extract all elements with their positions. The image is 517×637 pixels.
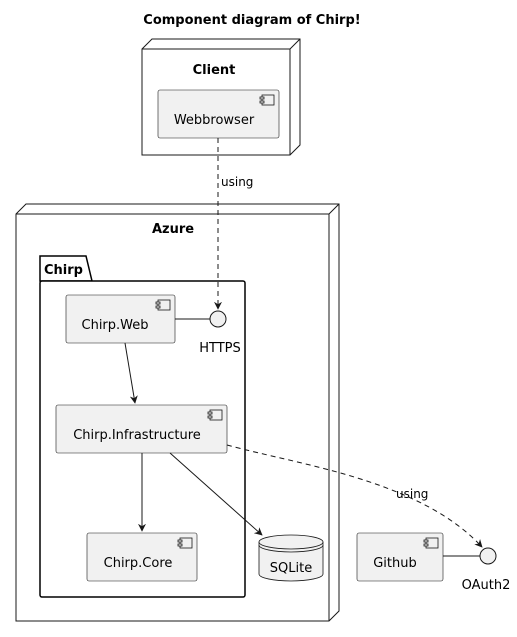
edge-infrastructure-to-oauth2: using <box>226 444 483 548</box>
edge-infrastructure-to-sqlite <box>169 452 263 536</box>
chirp-core-component: Chirp.Core <box>86 532 198 582</box>
edge-label-using-2: using <box>396 487 428 501</box>
chirp-package-label: Chirp <box>44 263 83 278</box>
chirp-core-label: Chirp.Core <box>104 556 173 571</box>
edge-browser-to-https: using <box>214 138 253 310</box>
chirp-web-component: Chirp.Web <box>65 294 176 344</box>
https-label: HTTPS <box>199 341 241 356</box>
github-component: Github <box>356 532 444 582</box>
webbrowser-label: Webbrowser <box>174 113 255 128</box>
sqlite-database: SQLite <box>258 534 324 582</box>
sqlite-label: SQLite <box>270 561 312 576</box>
https-interface: HTTPS <box>175 310 241 356</box>
azure-node-label: Azure <box>152 222 194 237</box>
edge-web-to-infrastructure <box>124 342 138 404</box>
webbrowser-component: Webbrowser <box>157 89 280 139</box>
chirp-infrastructure-label: Chirp.Infrastructure <box>73 428 201 443</box>
chirp-infrastructure-component: Chirp.Infrastructure <box>55 404 228 454</box>
component-icon <box>155 299 171 311</box>
component-icon <box>177 537 193 549</box>
oauth2-interface: OAuth2 <box>443 547 511 593</box>
client-node-label: Client <box>193 63 236 78</box>
component-icon <box>423 537 439 549</box>
edge-label-using-1: using <box>221 175 253 189</box>
chirp-web-label: Chirp.Web <box>82 318 149 333</box>
oauth2-label: OAuth2 <box>462 578 511 593</box>
component-icon <box>259 94 275 106</box>
component-icon <box>207 409 223 421</box>
diagram-title: Component diagram of Chirp! <box>143 13 360 28</box>
github-label: Github <box>373 556 417 571</box>
